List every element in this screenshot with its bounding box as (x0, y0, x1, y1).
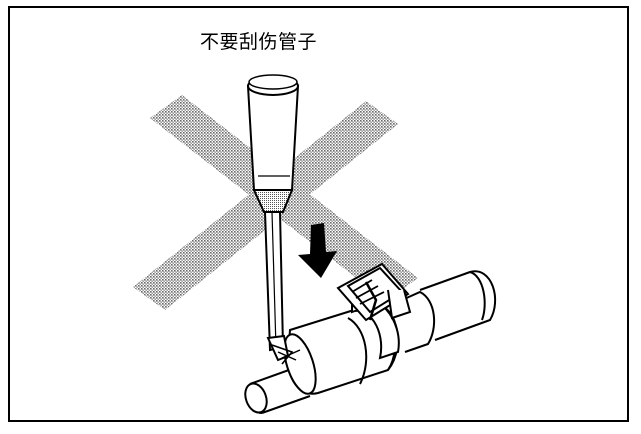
hose-sleeve (283, 290, 436, 395)
scratch-mark (277, 349, 301, 361)
hose-clamp (336, 262, 412, 360)
diagram-caption: 不要刮伤管子 (200, 31, 318, 53)
screwdriver (246, 74, 300, 365)
down-arrow-icon (298, 223, 337, 278)
